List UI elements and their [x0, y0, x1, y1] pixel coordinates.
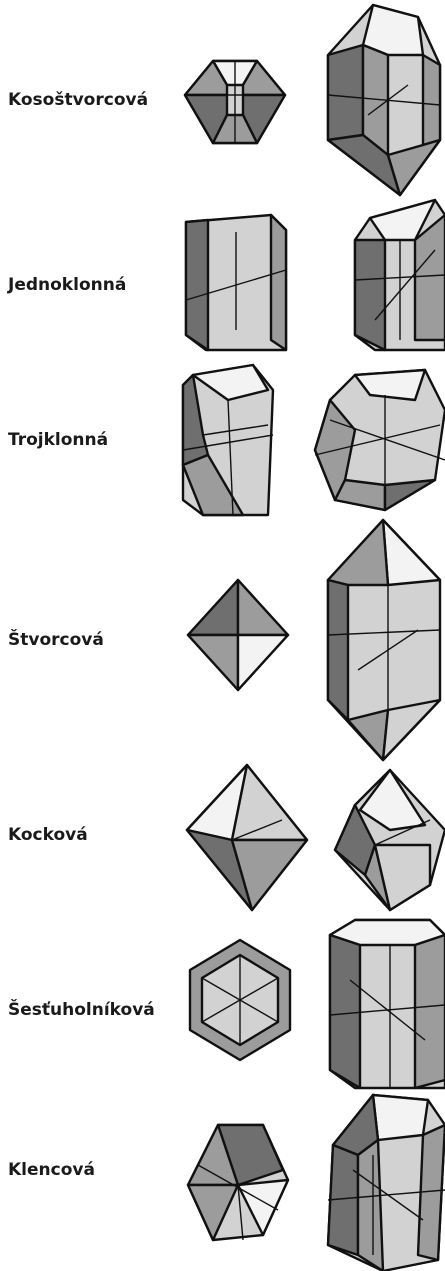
label-monoclinic: Jednoklonná	[8, 275, 126, 295]
row-trigonal: Klencová	[0, 1090, 445, 1271]
label-trigonal: Klencová	[8, 1160, 95, 1180]
trigonal-crystal-2	[328, 1095, 445, 1271]
label-orthorhombic: Kosoštvorcová	[8, 90, 148, 110]
label-triclinic: Trojklonná	[8, 430, 108, 450]
row-monoclinic: Jednoklonná	[0, 195, 445, 360]
row-orthorhombic: Kosoštvorcová	[0, 0, 445, 195]
tetragonal-crystal-2	[328, 520, 440, 760]
hexagonal-crystal-2	[330, 920, 445, 1088]
orthorhombic-crystal-1	[185, 55, 285, 150]
cubic-crystal-2	[330, 770, 445, 910]
trigonal-crystal-1	[188, 1125, 288, 1240]
row-hexagonal: Šesťuholníková	[0, 915, 445, 1090]
cubic-crystal-1	[187, 765, 307, 910]
row-cubic: Kocková	[0, 760, 445, 915]
monoclinic-crystal-1	[186, 210, 286, 350]
monoclinic-crystal-2	[355, 200, 445, 350]
triclinic-crystal-1	[183, 365, 273, 515]
row-triclinic: Trojklonná	[0, 360, 445, 520]
label-tetragonal: Štvorcová	[8, 630, 104, 650]
hexagonal-crystal-1	[190, 940, 290, 1060]
label-cubic: Kocková	[8, 825, 88, 845]
label-hexagonal: Šesťuholníková	[8, 1000, 155, 1020]
row-tetragonal: Štvorcová	[0, 520, 445, 760]
orthorhombic-crystal-2	[328, 5, 440, 195]
tetragonal-crystal-1	[188, 580, 288, 690]
triclinic-crystal-2	[315, 370, 445, 510]
